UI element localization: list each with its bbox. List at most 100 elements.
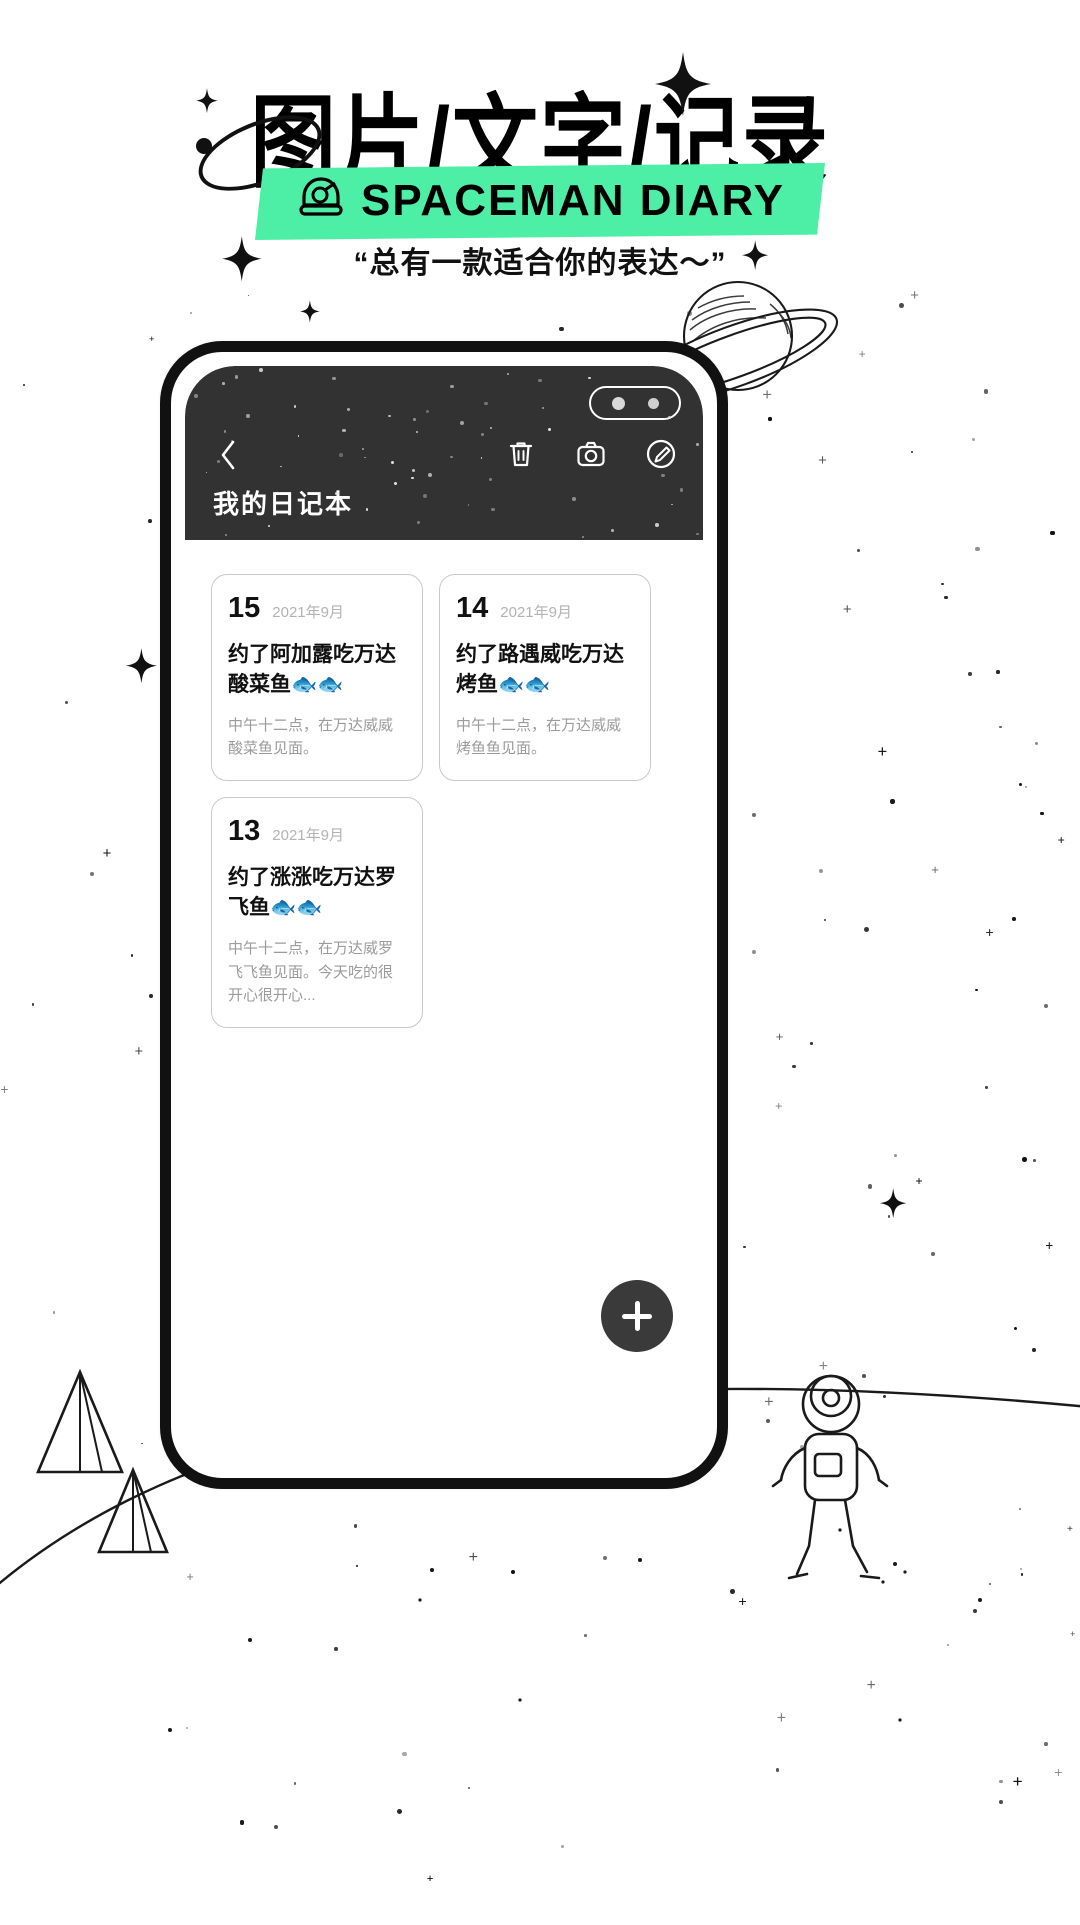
header-star bbox=[655, 523, 660, 527]
star-dot bbox=[890, 799, 895, 804]
star-plus: + bbox=[915, 1173, 923, 1188]
header-star bbox=[507, 372, 510, 375]
star-dot bbox=[941, 582, 945, 586]
fish-emoji: 🐟🐟 bbox=[291, 671, 344, 696]
banner-block: SPACEMAN DIARY bbox=[0, 163, 1080, 240]
star-plus: + bbox=[818, 452, 827, 470]
header-star bbox=[279, 465, 282, 468]
star-dot bbox=[148, 518, 153, 523]
camera-cutout bbox=[589, 386, 681, 420]
header-star bbox=[346, 407, 350, 411]
star-dot bbox=[1012, 917, 1017, 922]
star-dot bbox=[1012, 917, 1017, 922]
header-star bbox=[547, 427, 551, 431]
star-dot bbox=[752, 812, 757, 817]
header-star bbox=[297, 435, 300, 438]
note-title: 约了路遇威吃万达烤鱼🐟🐟 bbox=[456, 641, 634, 700]
star-dot bbox=[944, 595, 949, 600]
header-star bbox=[480, 457, 482, 459]
star-dot bbox=[899, 303, 904, 308]
star-dot bbox=[999, 725, 1002, 728]
header-star bbox=[362, 447, 365, 450]
star-dot bbox=[1034, 742, 1038, 745]
star-dot bbox=[65, 701, 69, 705]
header-star bbox=[572, 497, 577, 502]
note-title: 约了涨涨吃万达罗飞鱼🐟🐟 bbox=[228, 864, 406, 923]
header-star bbox=[331, 376, 336, 381]
header-star bbox=[581, 535, 585, 538]
note-title-text: 约了路遇威吃万达烤鱼 bbox=[456, 643, 624, 696]
star-dot bbox=[910, 451, 913, 453]
star-plus: + bbox=[1045, 1238, 1054, 1254]
header-star bbox=[467, 504, 470, 506]
header-star bbox=[193, 394, 198, 399]
camera-icon[interactable] bbox=[573, 436, 609, 472]
header-star bbox=[450, 384, 454, 389]
delete-icon[interactable] bbox=[503, 436, 539, 472]
camera-lens-icon-secondary bbox=[647, 397, 659, 409]
star-dot bbox=[1018, 782, 1022, 786]
add-note-button[interactable] bbox=[601, 1280, 673, 1352]
star-dot bbox=[824, 919, 827, 922]
star-dot bbox=[819, 869, 824, 874]
star-dot bbox=[975, 546, 980, 552]
phone-mockup: 我的日记本 15 2021年9月 约了阿加露吃万达酸菜鱼🐟🐟 中午十二点，在万达… bbox=[160, 341, 728, 1489]
back-button[interactable] bbox=[211, 438, 245, 472]
notes-grid: 15 2021年9月 约了阿加露吃万达酸菜鱼🐟🐟 中午十二点，在万达威威酸菜鱼见… bbox=[211, 574, 677, 1029]
star-dot bbox=[1025, 785, 1028, 788]
header-star bbox=[393, 481, 397, 485]
notes-list: 15 2021年9月 约了阿加露吃万达酸菜鱼🐟🐟 中午十二点，在万达威威酸菜鱼见… bbox=[185, 540, 703, 1464]
star-dot bbox=[931, 1251, 936, 1256]
star-plus: + bbox=[0, 1080, 9, 1097]
header-star bbox=[480, 432, 485, 436]
header-star bbox=[365, 508, 369, 511]
banner-label: SPACEMAN DIARY bbox=[360, 175, 786, 225]
star-plus: + bbox=[985, 923, 994, 940]
star-dot bbox=[985, 1085, 988, 1089]
app-bar-title: 我的日记本 bbox=[213, 489, 354, 519]
star-dot bbox=[247, 294, 250, 297]
star-dot bbox=[22, 384, 25, 387]
star-dot bbox=[559, 326, 564, 332]
star-dot bbox=[868, 1184, 873, 1189]
sparkle-icon bbox=[300, 300, 320, 328]
header-star bbox=[450, 455, 453, 459]
star-dot bbox=[1050, 530, 1056, 536]
app-header: 我的日记本 bbox=[185, 366, 703, 540]
pyramid-illustration bbox=[34, 1368, 126, 1483]
note-card[interactable]: 15 2021年9月 约了阿加露吃万达酸菜鱼🐟🐟 中午十二点，在万达威威酸菜鱼见… bbox=[211, 574, 423, 782]
fish-emoji: 🐟🐟 bbox=[498, 671, 551, 696]
star-plus: + bbox=[102, 846, 112, 863]
header-star bbox=[222, 382, 225, 386]
star-dot bbox=[90, 871, 94, 876]
star-dot bbox=[856, 549, 860, 552]
star-plus: + bbox=[149, 334, 155, 346]
star-dot bbox=[149, 994, 154, 998]
header-star bbox=[680, 488, 684, 492]
note-card[interactable]: 13 2021年9月 约了涨涨吃万达罗飞鱼🐟🐟 中午十二点，在万达威罗飞飞鱼见面… bbox=[211, 797, 423, 1029]
header-star bbox=[428, 473, 433, 477]
star-dot bbox=[189, 311, 192, 315]
header-star bbox=[491, 508, 495, 512]
star-dot bbox=[887, 1215, 891, 1218]
note-card[interactable]: 14 2021年9月 约了路遇威吃万达烤鱼🐟🐟 中午十二点，在万达威威烤鱼鱼见面… bbox=[439, 574, 651, 782]
header-star bbox=[224, 533, 227, 536]
chevron-left-icon bbox=[221, 440, 235, 470]
star-plus: + bbox=[134, 1043, 144, 1060]
header-star bbox=[489, 478, 493, 482]
header-star bbox=[342, 429, 346, 433]
sparkle-icon bbox=[655, 52, 711, 121]
header-star bbox=[268, 525, 270, 528]
star-plus: + bbox=[775, 1099, 783, 1114]
header-star bbox=[587, 376, 591, 380]
header-star bbox=[224, 430, 227, 433]
star-plus: + bbox=[1045, 1238, 1054, 1254]
star-dot bbox=[1050, 530, 1056, 536]
star-plus: + bbox=[1057, 833, 1065, 848]
header-star bbox=[422, 493, 427, 498]
star-dot bbox=[743, 1245, 746, 1248]
edit-icon[interactable] bbox=[643, 436, 679, 472]
phone-screen: 我的日记本 15 2021年9月 约了阿加露吃万达酸菜鱼🐟🐟 中午十二点，在万达… bbox=[185, 366, 703, 1464]
header-star bbox=[246, 495, 249, 498]
star-dot bbox=[31, 1003, 34, 1006]
